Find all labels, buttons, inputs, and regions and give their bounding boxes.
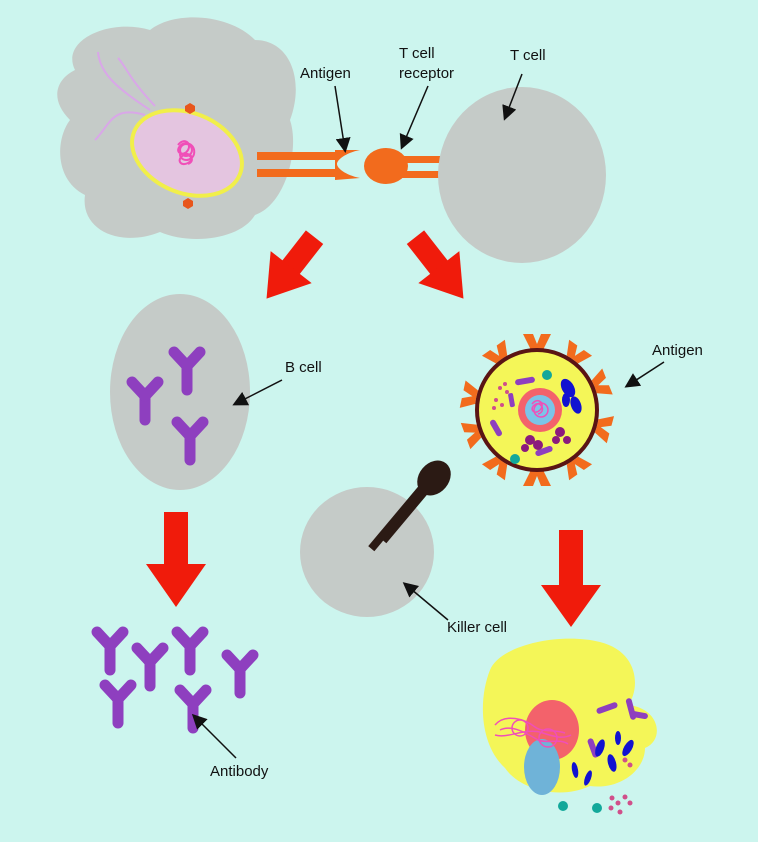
antibody-4 — [227, 655, 253, 693]
organelles — [490, 370, 582, 464]
antibody-6 — [180, 690, 206, 728]
bacterium-dna — [177, 140, 196, 165]
antigen-presenting-cell — [57, 17, 296, 239]
b-cell — [110, 294, 250, 490]
antibodies — [97, 632, 253, 728]
killer-cell-pointer — [402, 582, 449, 621]
killer-cell-label: Killer cell — [447, 619, 507, 636]
infected-cell — [459, 334, 615, 486]
antigen-label: Antigen — [300, 65, 351, 82]
bcell-label: B cell — [285, 359, 322, 376]
t-cell — [438, 87, 606, 263]
tcell-receptor-label-line1: T cell — [399, 45, 435, 62]
antibody-3 — [137, 648, 163, 686]
red-arrow-to-infected-cell — [406, 230, 464, 299]
bcell-pointer — [232, 379, 283, 406]
antigen-marker-top — [185, 103, 195, 114]
killer-cell-receptor — [368, 460, 451, 552]
destroyed-cell — [482, 638, 657, 815]
red-arrow-to-antibodies — [146, 512, 206, 607]
antigen-marker-bottom — [183, 198, 193, 209]
flagella — [94, 51, 156, 141]
tcell-pointer — [502, 73, 523, 121]
antibody-pointer — [191, 713, 237, 759]
red-arrow-to-dead-cell — [541, 530, 601, 627]
tcell-receptor-pointer — [399, 85, 429, 150]
antibody-1 — [97, 632, 123, 670]
red-arrow-to-bcell — [266, 230, 324, 299]
antigen-right-label: Antigen — [652, 342, 703, 359]
antibody-label: Antibody — [210, 763, 269, 780]
antigen-right-pointer — [624, 361, 665, 388]
tcell-label: T cell — [510, 47, 546, 64]
antigen-fork — [257, 150, 360, 180]
antibody-5 — [105, 685, 131, 723]
tcell-receptor-label-line2: receptor — [399, 65, 454, 82]
antibody-2 — [177, 632, 203, 670]
antigen-pointer — [334, 85, 351, 153]
killer-cell — [300, 460, 451, 617]
